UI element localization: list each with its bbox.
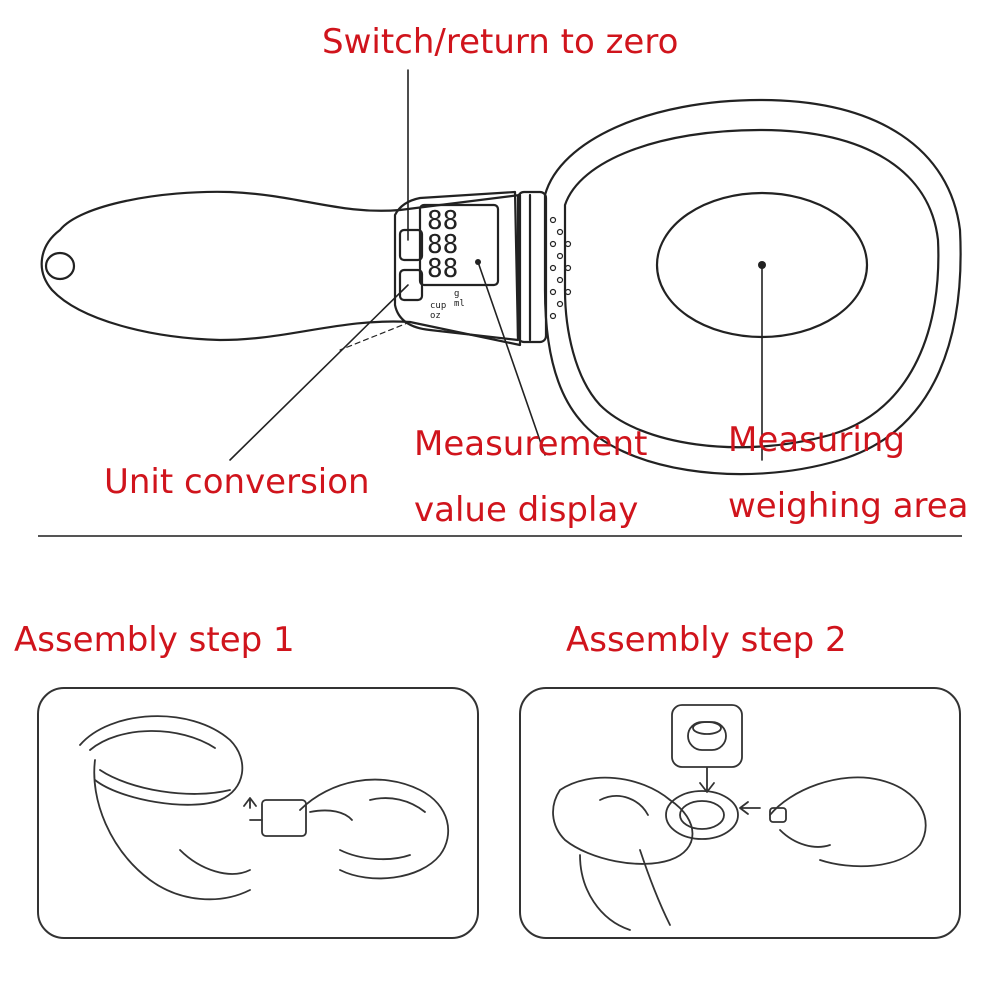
display-digits-row-2: 88 bbox=[427, 230, 459, 260]
neck-connector bbox=[516, 190, 548, 344]
spoon-handle bbox=[40, 190, 522, 347]
display-screen bbox=[418, 203, 500, 287]
display-housing bbox=[393, 190, 520, 342]
display-unit-cup: cup oz bbox=[430, 301, 447, 321]
assembly-step-1-sketch bbox=[79, 715, 449, 901]
display-unit-gml: g ml bbox=[454, 289, 465, 309]
display-digits-row-1: 88 bbox=[427, 206, 459, 236]
bowl-inner bbox=[563, 128, 940, 449]
assembly-step-1-panel bbox=[37, 687, 479, 939]
hang-hole bbox=[44, 251, 76, 281]
switch-zero-button bbox=[398, 228, 424, 262]
assembly-step-2-sketch bbox=[552, 704, 927, 931]
label-assembly-step-2: Assembly step 2 bbox=[566, 620, 847, 660]
label-measuring-area-2: weighing area bbox=[728, 486, 969, 526]
leader-measurement-display bbox=[477, 261, 546, 456]
bowl-outer bbox=[543, 98, 962, 476]
display-digits-row-3: 88 bbox=[427, 254, 459, 284]
grip-dots bbox=[549, 216, 572, 320]
label-measuring-area-1: Measuring bbox=[728, 420, 905, 460]
unit-conversion-button bbox=[398, 268, 424, 302]
label-assembly-step-1: Assembly step 1 bbox=[14, 620, 295, 660]
label-unit-conversion: Unit conversion bbox=[104, 462, 370, 502]
label-measurement-display-2: value display bbox=[414, 490, 639, 530]
label-switch-zero: Switch/return to zero bbox=[322, 22, 679, 62]
leader-unit-conversion bbox=[229, 284, 409, 461]
leader-dashed bbox=[339, 321, 411, 351]
assembly-step-2-panel bbox=[519, 687, 961, 939]
label-measurement-display-1: Measurement bbox=[414, 424, 648, 464]
